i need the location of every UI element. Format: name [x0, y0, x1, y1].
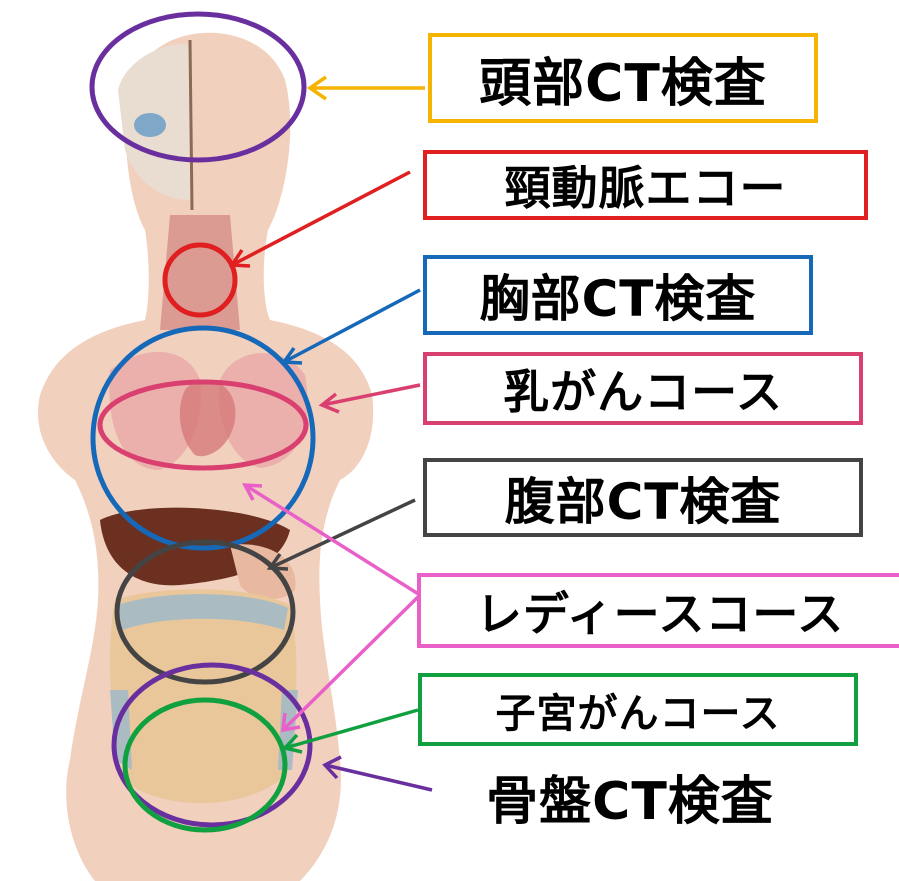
eye — [134, 113, 166, 137]
head-circle — [89, 11, 307, 163]
arrow-ladies-pelvis — [280, 593, 422, 733]
chest-circle — [90, 325, 316, 551]
uterus-circle — [122, 697, 288, 833]
label-abdomen-ct: 腹部CT検査 — [423, 458, 863, 537]
lungs — [109, 351, 308, 470]
label-uterine-course: 子宮がんコース — [418, 673, 858, 746]
arrow-chest — [280, 288, 421, 365]
arrow-head — [306, 75, 425, 101]
label-ladies-course: レディースコース — [417, 573, 899, 648]
label-chest-ct: 胸部CT検査 — [423, 255, 813, 335]
pelvis-circle — [111, 662, 313, 828]
arrow-pelvis — [322, 755, 433, 792]
arrow-abdomen — [266, 498, 416, 571]
label-breast-course: 乳がんコース — [423, 352, 863, 425]
label-carotid-echo: 頸動脈エコー — [423, 150, 868, 220]
arrow-ladies-chest — [241, 483, 421, 597]
label-head-ct: 頭部CT検査 — [428, 33, 818, 123]
label-pelvis-ct: 骨盤CT検査 — [486, 771, 774, 832]
head-split — [188, 39, 194, 211]
carotid-circle — [162, 242, 238, 318]
arrow-carotid — [228, 170, 411, 268]
abdomen-circle — [114, 539, 296, 685]
arrow-uterus — [281, 708, 419, 754]
neck-structures — [160, 215, 240, 330]
intestines — [110, 589, 297, 804]
heart — [179, 380, 236, 457]
breast-ellipse — [97, 379, 309, 471]
arrow-breast — [318, 383, 421, 414]
